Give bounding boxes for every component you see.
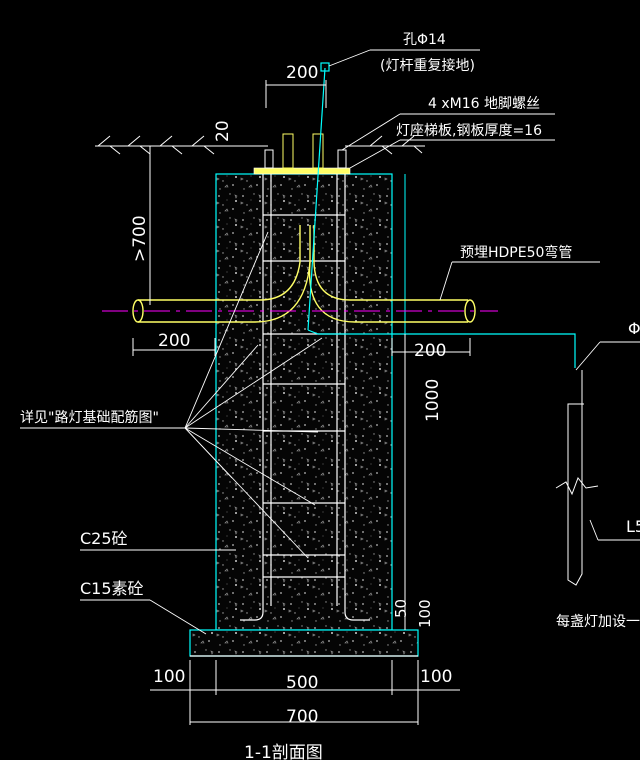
bolts-label: 4 xM16 地脚螺丝 [428,96,540,112]
foundation-body [215,173,393,631]
ground-rod [555,370,599,586]
anchor-bolts [264,133,347,169]
section-title: 1-1剖面图 [244,743,323,760]
ground-wire [307,62,576,368]
concrete-c15-label: C15素砼 [80,579,144,598]
dim-base-right-100: 100 [420,667,452,687]
hole-label: 孔Φ14 [403,32,446,48]
conduit-label: 预埋HDPE50弯管 [460,244,572,261]
foundation-base [189,629,419,657]
leader-lines [20,49,640,635]
ground-rod-label: L5 [626,517,640,536]
dim-right-200: 200 [414,341,446,361]
base-plate [253,167,351,175]
dim-plate-20: 20 [213,120,233,142]
dimension-lines [132,80,471,725]
dim-base-700: 700 [286,707,318,727]
conduit-pipe [132,225,476,323]
dim-50: 50 [392,599,410,618]
dim-left-200: 200 [158,331,190,351]
hole-note-label: (灯杆重复接地) [380,57,475,74]
plate-label: 灯座梯板,钢板厚度=16 [396,123,542,139]
dim-height-1000: 1000 [423,379,443,422]
dim-top-200: 200 [286,63,318,83]
rebar-cage [240,174,370,621]
dim-base-500: 500 [286,673,318,693]
dim-100-bottom: 100 [416,599,434,628]
ground-rod-phi: Φ [628,319,640,338]
dim-depth-700: >700 [130,215,150,262]
dim-base-left-100: 100 [153,667,185,687]
rebar-reference-label: 详见"路灯基础配筋图" [20,409,159,426]
ground-surface [95,135,425,155]
concrete-c25-label: C25砼 [80,529,128,548]
ground-rod-note: 每盏灯加设一根 [556,614,640,630]
